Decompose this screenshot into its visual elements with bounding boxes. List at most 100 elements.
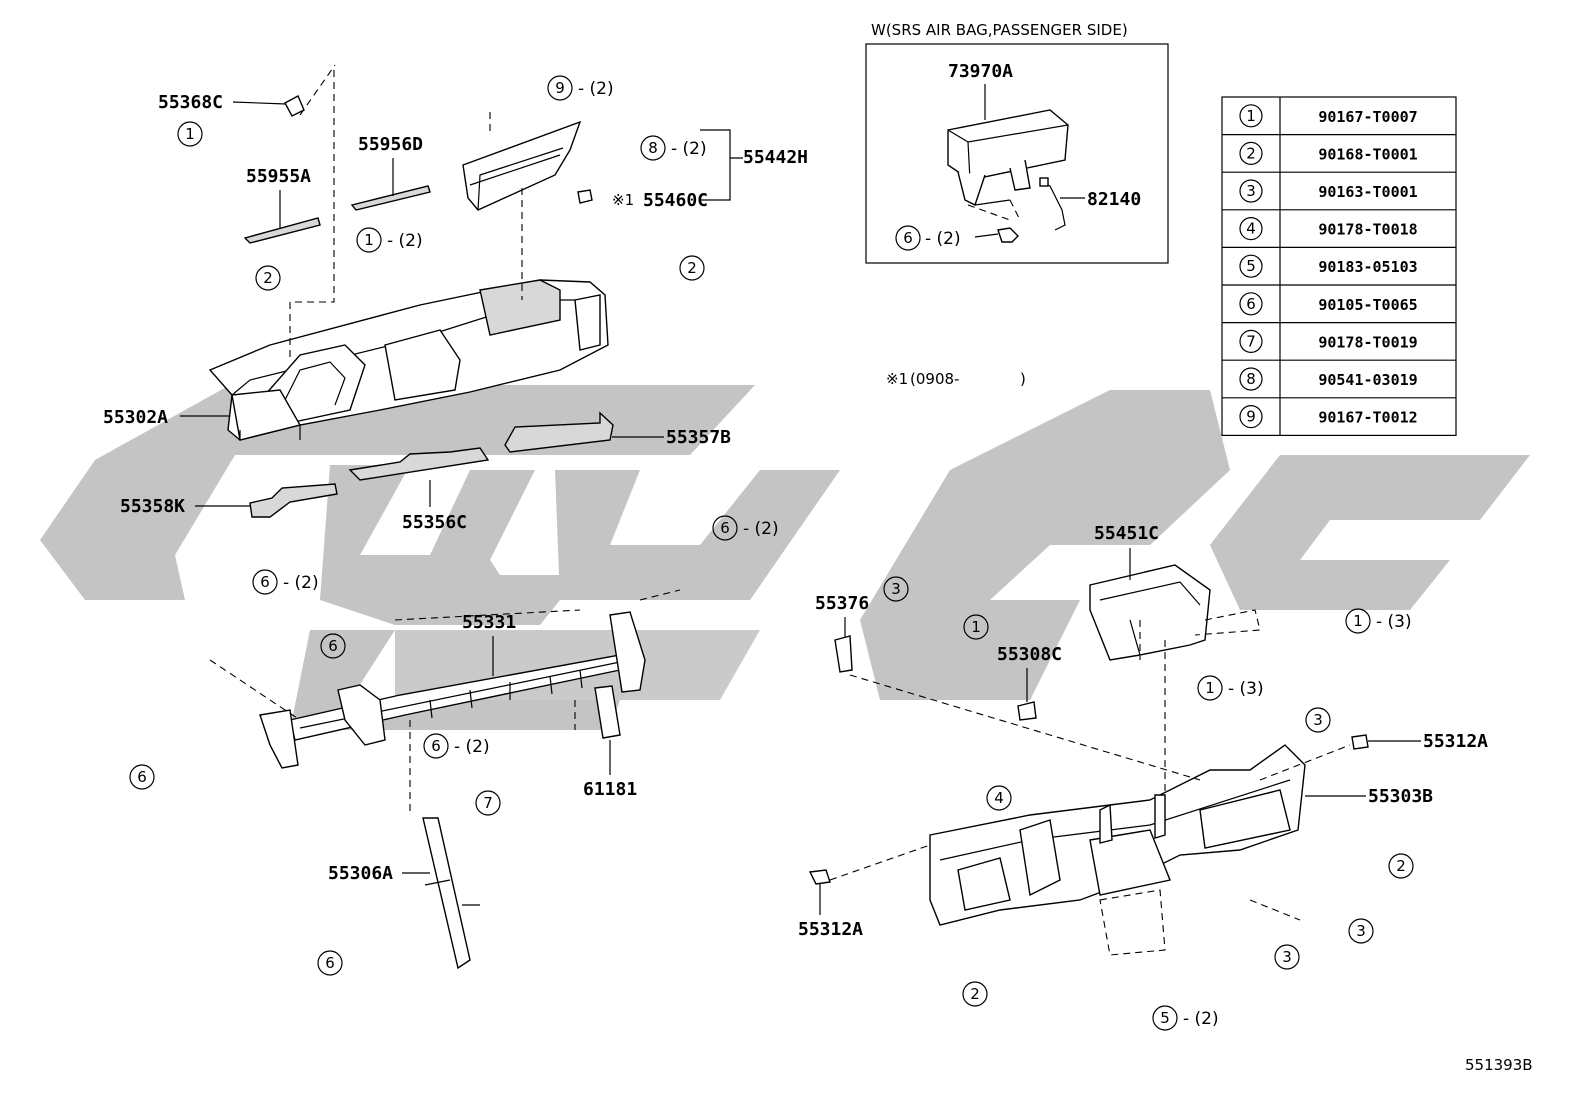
callout-ref-7: 7 xyxy=(475,790,501,816)
parts-table-row: 4 90178-T0018 xyxy=(1222,209,1456,241)
date-note: ※1 (0908- ) xyxy=(886,370,1026,388)
callout-ref-6: 6 xyxy=(317,950,343,976)
label-55955A: 55955A xyxy=(246,166,311,187)
svg-text:3: 3 xyxy=(891,580,901,598)
svg-text:- (2): - (2) xyxy=(283,573,319,593)
svg-text:- (2): - (2) xyxy=(454,737,490,757)
label-55357B: 55357B xyxy=(666,427,731,448)
svg-text:2: 2 xyxy=(687,259,697,277)
parts-table-ref: 9 xyxy=(1246,408,1256,426)
parts-table-frame xyxy=(1221,96,1457,436)
steering-support-55331 xyxy=(259,611,646,769)
parts-table-partno: 90163-T0001 xyxy=(1318,183,1417,201)
svg-text:6: 6 xyxy=(325,954,335,972)
label-55442H: 55442H xyxy=(743,147,808,168)
callout-ref-6: 6 xyxy=(129,764,155,790)
svg-text:9: 9 xyxy=(555,79,565,97)
svg-text:- (2): - (2) xyxy=(925,229,961,249)
parts-table-row: 8 90541-03019 xyxy=(1222,359,1456,391)
svg-text:2: 2 xyxy=(263,269,273,287)
svg-text:1: 1 xyxy=(364,231,374,249)
parts-table-ref: 2 xyxy=(1246,144,1256,162)
strip-55955A xyxy=(243,217,321,244)
callout-ref-3: 3 xyxy=(1274,944,1300,970)
pad-55356C xyxy=(348,447,490,481)
svg-text:4: 4 xyxy=(994,789,1004,807)
inset-callout-6: 6 - (2) xyxy=(895,225,961,251)
svg-text:): ) xyxy=(1020,370,1026,388)
parts-table-partno: 90178-T0019 xyxy=(1318,333,1417,351)
label-55331: 55331 xyxy=(462,612,516,633)
svg-text:8: 8 xyxy=(648,139,658,157)
clip-55312A-right xyxy=(1351,734,1369,750)
svg-text:1: 1 xyxy=(1205,679,1215,697)
parts-table-ref: 6 xyxy=(1246,295,1256,313)
parts-table-ref: 1 xyxy=(1246,107,1256,125)
svg-text:- (2): - (2) xyxy=(578,79,614,99)
strip-55956D xyxy=(350,185,431,211)
pad-55358K xyxy=(249,483,338,518)
instrument-panel-55302A xyxy=(208,279,609,441)
parts-table-partno: 90541-03019 xyxy=(1318,371,1417,389)
parts-table-partno: 90178-T0018 xyxy=(1318,221,1417,239)
nut-icon xyxy=(577,189,593,204)
clip-55308C xyxy=(1017,701,1037,721)
parts-table-row: 9 90167-T0012 xyxy=(1222,397,1456,429)
svg-text:- (2): - (2) xyxy=(387,231,423,251)
callout-ref-1: 1 - (3) xyxy=(1197,675,1264,701)
parts-table-partno: 90168-T0001 xyxy=(1318,145,1417,163)
pad-55357B xyxy=(504,411,614,453)
lower-panel-55303B xyxy=(929,744,1306,926)
callout-ref-1: 1 xyxy=(963,614,989,640)
label-55308C: 55308C xyxy=(997,644,1062,665)
svg-text:3: 3 xyxy=(1356,922,1366,940)
svg-text:1: 1 xyxy=(185,125,195,143)
label-55312A-right: 55312A xyxy=(1423,731,1488,752)
callouts-layer: 19- (2)8- (2)1- (2)226- (2)6- (2)66- (2)… xyxy=(129,75,1414,1031)
svg-text:3: 3 xyxy=(1282,948,1292,966)
parts-table-row: 6 90105-T0065 xyxy=(1222,284,1456,316)
svg-text:6: 6 xyxy=(431,737,441,755)
svg-text:1: 1 xyxy=(1353,612,1363,630)
bolt-icon xyxy=(997,227,1019,243)
svg-text:1: 1 xyxy=(971,618,981,636)
airbag-inset: W(SRS AIR BAG,PASSENGER SIDE) 73970A 821… xyxy=(865,21,1169,264)
callout-ref-2: 2 xyxy=(679,255,705,281)
label-55306A: 55306A xyxy=(328,863,393,884)
svg-text:2: 2 xyxy=(1396,857,1406,875)
callout-ref-8: 8- (2) xyxy=(640,135,707,161)
svg-text:- (3): - (3) xyxy=(1228,679,1264,699)
parts-table-partno: 90167-T0012 xyxy=(1318,409,1417,427)
airbag-module xyxy=(947,109,1069,181)
label-55358K: 55358K xyxy=(120,496,185,517)
callout-ref-6: 6- (2) xyxy=(712,515,779,541)
inset-frame xyxy=(865,43,1169,264)
svg-text:6: 6 xyxy=(328,637,338,655)
svg-text:※1: ※1 xyxy=(886,370,908,388)
callout-ref-9: 9 - (2) xyxy=(547,75,614,101)
watermark xyxy=(40,385,1530,730)
callout-ref-2: 2 xyxy=(1388,853,1414,879)
callout-ref-4: 4 xyxy=(986,785,1012,811)
svg-text:6: 6 xyxy=(260,573,270,591)
brace-55306A xyxy=(422,817,471,970)
callout-ref-3: 3 xyxy=(883,576,909,602)
parts-table-ref: 8 xyxy=(1246,370,1256,388)
svg-text:(0908-: (0908- xyxy=(910,370,959,388)
callout-ref-1: 1- (3) xyxy=(1345,608,1412,634)
callout-ref-5: 5- (2) xyxy=(1152,1005,1219,1031)
label-55460C-mark: ※1 xyxy=(612,191,634,209)
label-55356C: 55356C xyxy=(402,512,467,533)
callout-ref-6: 6 xyxy=(320,633,346,659)
part-82140: 82140 xyxy=(1087,189,1141,210)
parts-table-partno: 90105-T0065 xyxy=(1318,296,1417,314)
callout-ref-3: 3 xyxy=(1348,918,1374,944)
label-55312A-left: 55312A xyxy=(798,919,863,940)
parts-table-ref: 4 xyxy=(1246,220,1256,238)
label-55368C: 55368C xyxy=(158,92,223,113)
clip-55312A-left xyxy=(808,869,831,885)
